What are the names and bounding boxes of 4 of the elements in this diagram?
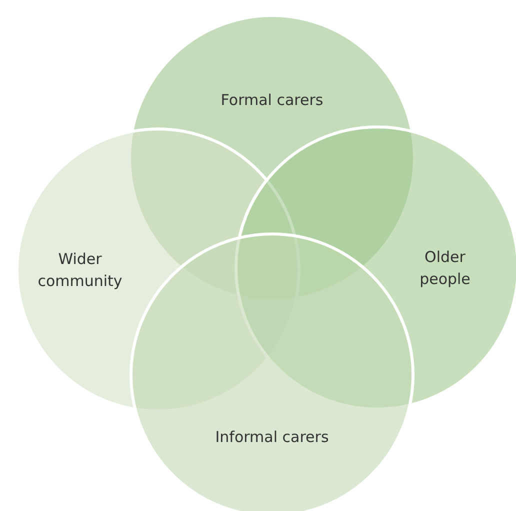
circle-label: Older people (418, 247, 472, 290)
circle-label: Informal carers (214, 427, 330, 448)
circle-label: Formal carers (220, 90, 324, 111)
circle-label: Wider community (36, 249, 124, 292)
